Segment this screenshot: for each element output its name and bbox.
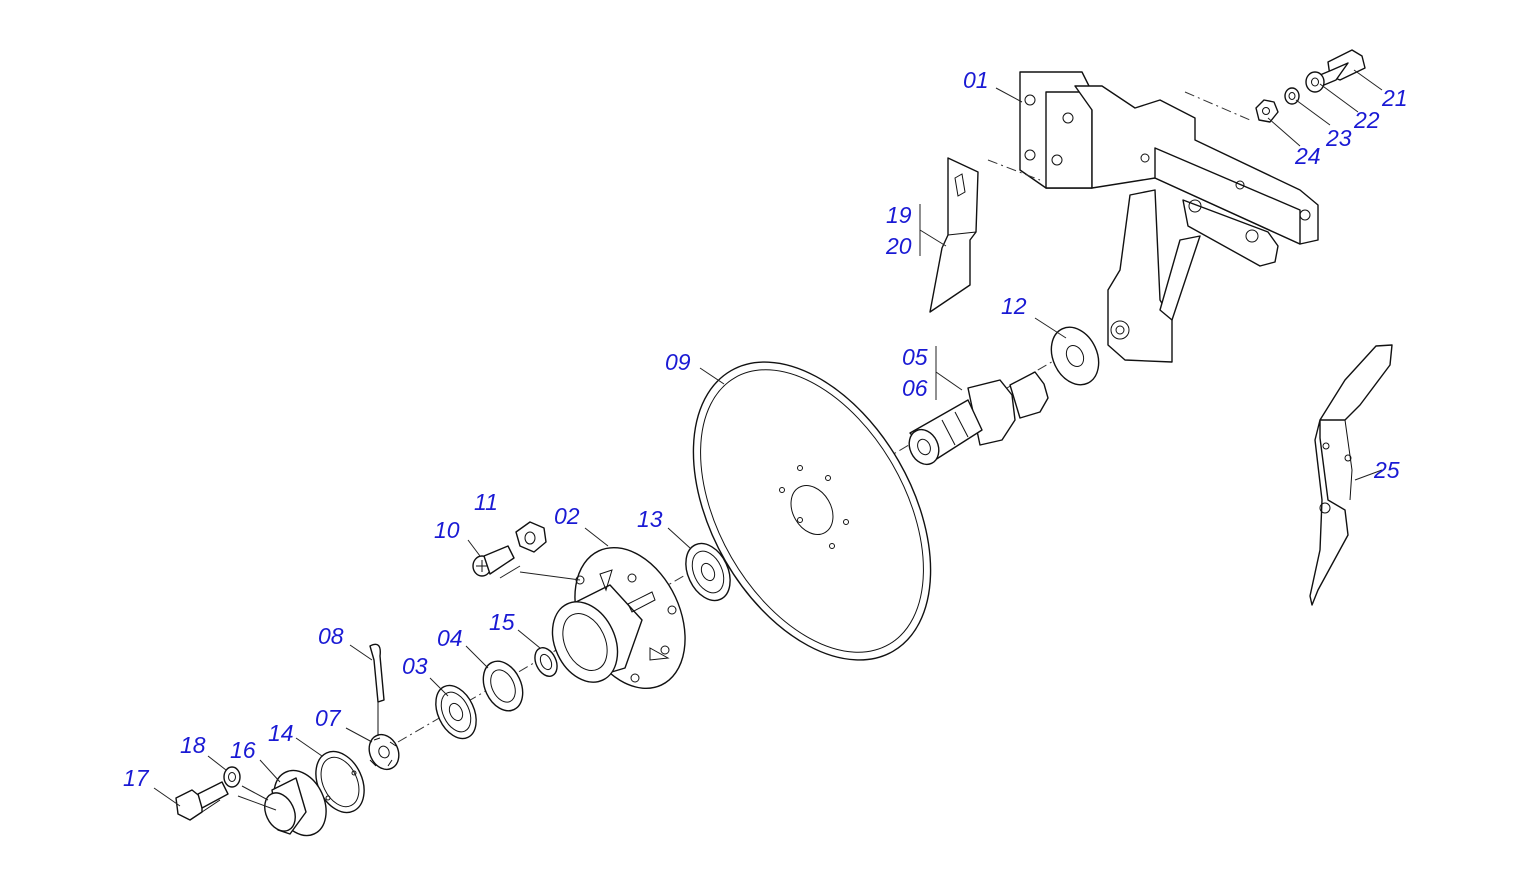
part-02-hub	[551, 546, 686, 690]
label-16: 16	[230, 737, 256, 763]
label-19: 19	[886, 202, 912, 228]
label-17: 17	[123, 765, 150, 791]
part-19-20-scraper-plate	[929, 157, 979, 313]
label-14: 14	[268, 720, 294, 746]
label-03: 03	[402, 653, 428, 679]
part-04-seal	[482, 660, 524, 712]
label-08: 08	[318, 623, 344, 649]
label-21: 21	[1381, 85, 1408, 111]
label-20: 20	[885, 233, 912, 259]
part-01-bracket	[987, 71, 1319, 363]
label-22: 22	[1353, 107, 1380, 133]
label-13: 13	[637, 506, 663, 532]
part-25-shank	[1309, 344, 1393, 606]
part-11-nut	[515, 521, 547, 553]
label-11: 11	[474, 489, 498, 515]
part-07-castle-nut	[368, 733, 400, 771]
label-18: 18	[180, 732, 206, 758]
part-03-bearing	[435, 684, 477, 740]
label-25: 25	[1373, 457, 1400, 483]
part-17-bolt	[175, 781, 229, 821]
part-08-cotter-pin	[369, 643, 385, 736]
part-05-06-axle	[908, 371, 1049, 466]
label-09: 09	[665, 349, 691, 375]
label-10: 10	[434, 517, 460, 543]
label-07: 07	[315, 705, 342, 731]
part-22-washer	[1305, 71, 1325, 93]
part-14-gasket	[315, 750, 365, 814]
part-09-disc	[692, 361, 932, 661]
part-10-screw	[472, 545, 515, 577]
label-01: 01	[963, 67, 989, 93]
part-12-washer	[1050, 326, 1100, 386]
label-24: 24	[1294, 143, 1321, 169]
label-06: 06	[902, 375, 928, 401]
part-24-nut	[1255, 99, 1279, 123]
callout-labels: 01 21 22 23 24 19 20 12 05 06 09 25 13 0…	[123, 67, 1408, 791]
label-02: 02	[554, 503, 580, 529]
part-16-hub-cap	[264, 769, 327, 837]
part-13-bearing	[685, 542, 731, 602]
label-15: 15	[489, 609, 515, 635]
part-18-washer	[223, 766, 241, 788]
part-15-spacer	[534, 647, 558, 677]
label-05: 05	[902, 344, 928, 370]
leader-lines	[153, 69, 1383, 811]
label-12: 12	[1001, 293, 1027, 319]
label-23: 23	[1325, 125, 1352, 151]
label-04: 04	[437, 625, 463, 651]
part-23-lock-washer	[1284, 87, 1300, 105]
